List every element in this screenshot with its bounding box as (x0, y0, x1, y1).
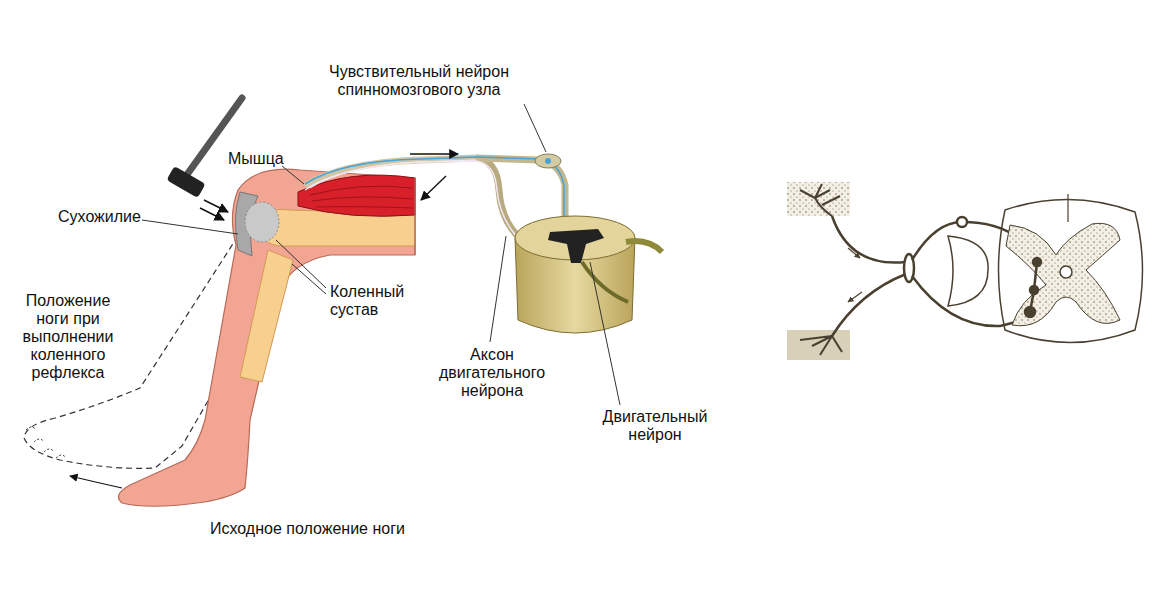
grey-matter (1006, 223, 1120, 325)
hammer-head (166, 166, 205, 198)
ganglion-cell (957, 217, 967, 227)
median-fissure (1067, 194, 1068, 222)
ventral-root (582, 262, 628, 302)
ganglion-cell (545, 158, 551, 164)
leader-line (282, 166, 304, 184)
tibia-bone (240, 250, 293, 382)
sensory-fibre (832, 216, 906, 263)
sensory-fibre (305, 157, 564, 232)
interneuron (1030, 262, 1037, 312)
direction-arrow (848, 248, 860, 258)
muscle-fibres (310, 186, 413, 208)
receptor-branches (800, 184, 840, 216)
skin-patch (787, 182, 850, 216)
motion-arrow (70, 476, 122, 488)
spinal-nerve (626, 241, 662, 252)
impact-arrow (204, 200, 228, 212)
part-label: Положение ноги при выполнении коленного … (14, 292, 122, 382)
leader-line (276, 240, 326, 288)
leader-line (142, 220, 238, 234)
leader-line (524, 104, 546, 152)
motor-fibre (832, 274, 906, 336)
kneecap (245, 202, 279, 242)
part-label: Коленный сустав (330, 283, 426, 319)
leg-skin (118, 169, 415, 506)
direction-arrow (848, 292, 862, 302)
leader-line (590, 262, 620, 405)
ganglion-outline (948, 236, 988, 306)
part-label: Двигательный нейрон (582, 408, 728, 444)
signal-arrow (410, 153, 458, 154)
thigh-cut (414, 178, 415, 255)
spinal-ganglion (535, 154, 561, 168)
neuron-body (1033, 258, 1041, 266)
impact-arrow (200, 208, 224, 220)
reflex-arc-schematic (787, 182, 1143, 360)
neuron-body (1030, 286, 1038, 294)
part-label: Исходное положение ноги (210, 520, 405, 538)
part-label: Сухожилие (58, 208, 141, 226)
signal-arrow (421, 176, 446, 200)
muscle-patch (787, 330, 850, 360)
dashed-toes (26, 427, 66, 458)
leader-line (292, 264, 326, 294)
part-label: Аксон двигательного нейрона (428, 346, 556, 400)
effector-branches (800, 336, 842, 355)
part-label: Чувствительный нейрон спинномозгового уз… (313, 63, 525, 99)
motor-fibre (305, 161, 524, 244)
leader-line (490, 236, 506, 342)
cord-outline (999, 199, 1143, 342)
grey-matter (548, 229, 604, 263)
part-label: Мышца (228, 150, 284, 168)
central-canal (1060, 266, 1072, 278)
neuron-body (1025, 307, 1035, 317)
